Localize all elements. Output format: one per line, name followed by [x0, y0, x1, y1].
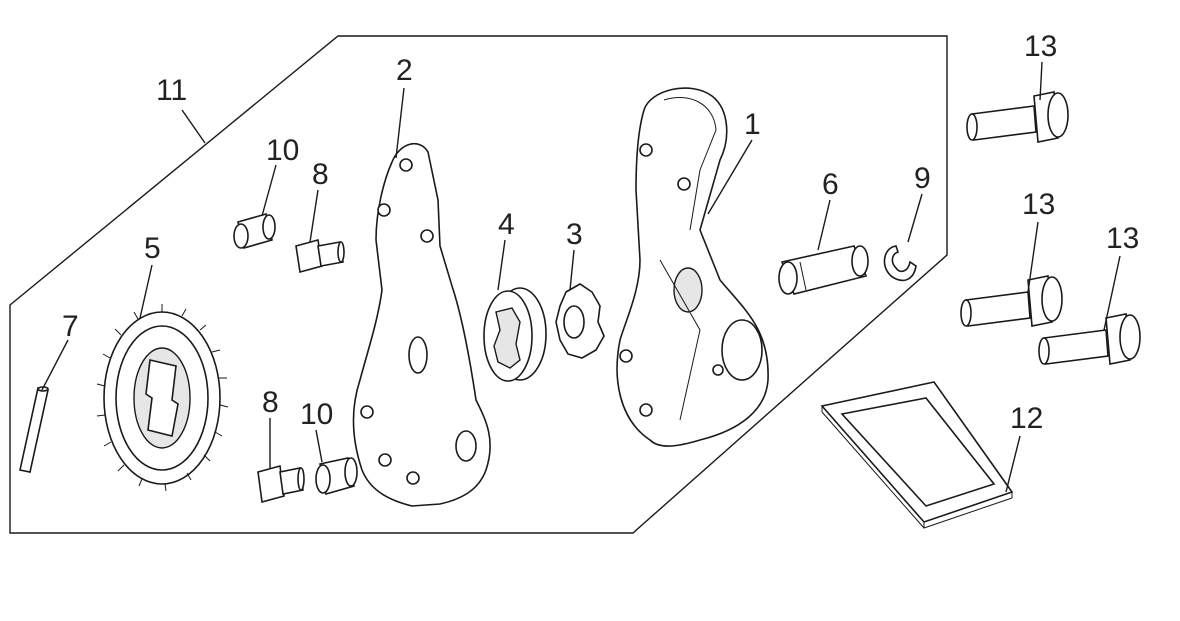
part-13-bolt-middle [960, 221, 1063, 327]
callout-10-bottom: 10 [300, 398, 333, 431]
part-1-pump-body [616, 87, 769, 447]
part-3-inner-rotor [555, 249, 605, 359]
leader-11 [181, 109, 206, 144]
part-10-bushing-top [233, 164, 277, 250]
leader-10a [261, 164, 277, 217]
leader-1 [707, 139, 753, 215]
callout-6: 6 [822, 168, 839, 201]
leader-7 [41, 339, 69, 391]
callout-8-bottom: 8 [262, 386, 279, 419]
part-8-dowel-bottom [257, 418, 305, 504]
callout-3: 3 [566, 218, 583, 251]
callout-1: 1 [744, 108, 761, 141]
part-2-cover-plate [352, 87, 491, 507]
leader-8a [309, 189, 319, 243]
part-12-gasket [820, 381, 1021, 529]
part-5-gear [96, 264, 229, 492]
callout-9: 9 [914, 162, 931, 195]
callout-12: 12 [1010, 402, 1043, 435]
leader-12 [1005, 435, 1021, 493]
leader-10b [315, 429, 323, 463]
leader-6 [817, 199, 831, 251]
leader-13a [1039, 61, 1043, 101]
callout-13-top: 13 [1024, 30, 1057, 63]
leader-9 [907, 193, 923, 243]
assembly-boundary [9, 35, 948, 534]
callout-11: 11 [156, 74, 187, 107]
callout-5: 5 [144, 232, 161, 265]
leader-2 [395, 87, 405, 159]
part-13-bolt-top [966, 61, 1069, 143]
callout-2: 2 [396, 54, 413, 87]
part-10-bushing-bottom [315, 429, 358, 496]
callout-7: 7 [62, 310, 79, 343]
part-13-bolt-bottom [1038, 255, 1141, 365]
leader-13c [1103, 255, 1121, 331]
leader-5 [139, 264, 153, 319]
callout-13-bottom: 13 [1106, 222, 1139, 255]
leader-3 [569, 249, 575, 291]
part-6-shaft [778, 199, 869, 295]
part-8-dowel-top [295, 189, 345, 274]
part-9-circlip [883, 193, 923, 282]
part-4-outer-rotor [483, 239, 547, 382]
leader-13b [1027, 221, 1039, 293]
part-7-pin [19, 339, 69, 473]
callout-8-top: 8 [312, 158, 329, 191]
callout-4: 4 [498, 208, 515, 241]
callout-13-middle: 13 [1022, 188, 1055, 221]
leader-4 [497, 239, 506, 291]
callout-10-top: 10 [266, 134, 299, 167]
